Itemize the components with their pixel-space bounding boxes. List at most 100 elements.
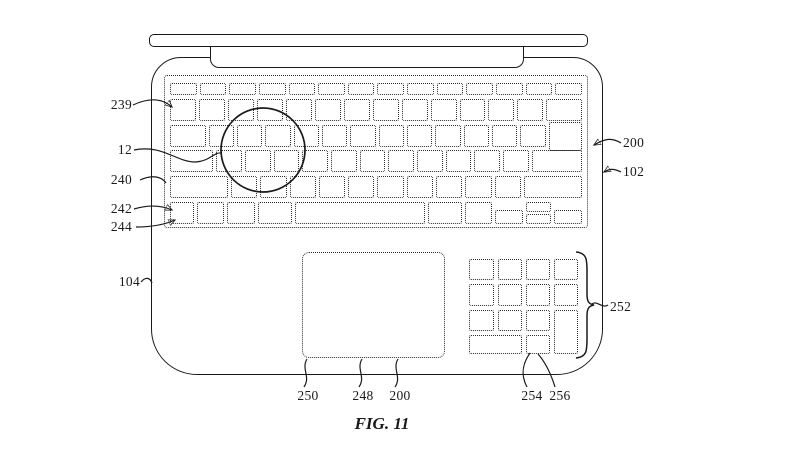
- keyboard-key: [198, 98, 225, 121]
- keyboard-row: [170, 176, 582, 199]
- up-arrow-key: [525, 201, 552, 212]
- keyboard-key: [525, 201, 552, 224]
- keyboard-key: [273, 150, 300, 173]
- ref-label-104: 104: [118, 274, 140, 289]
- hinge-bar: [210, 45, 524, 68]
- numpad-key: [498, 259, 522, 280]
- numpad-key: [469, 335, 522, 354]
- ref-label-102: 102: [623, 164, 645, 179]
- keyboard-key: [260, 176, 287, 199]
- ref-label-252: 252: [610, 299, 632, 314]
- keyboard-key: [554, 209, 583, 224]
- keyboard-key: [416, 150, 443, 173]
- keyboard-row: [170, 98, 582, 121]
- keyboard-key: [459, 98, 486, 121]
- keyboard-key: [377, 176, 404, 199]
- keyboard-key: [170, 176, 228, 199]
- keyboard-key: [227, 201, 255, 224]
- keyboard-key: [322, 124, 348, 147]
- numpad-key: [469, 259, 494, 280]
- keyboard-key: [359, 150, 386, 173]
- keyboard-key: [517, 98, 544, 121]
- numpad-key: [498, 284, 522, 306]
- keyboard-key: [378, 124, 404, 147]
- keyboard-key-grid: [170, 83, 583, 224]
- keyboard-key: [256, 98, 283, 121]
- keyboard-key: [495, 209, 523, 224]
- keyboard-key: [350, 124, 376, 147]
- numpad-key: [526, 310, 550, 331]
- keyboard-key: [525, 83, 553, 95]
- keyboard-key: [293, 124, 320, 147]
- keyboard-row: [170, 150, 583, 173]
- keyboard-key: [436, 83, 464, 95]
- keyboard-key: [520, 124, 546, 147]
- keyboard-key: [555, 83, 582, 95]
- keyboard-key: [502, 150, 529, 173]
- keyboard-key: [331, 150, 357, 173]
- keyboard-key: [464, 201, 493, 224]
- keyboard-key: [318, 83, 345, 95]
- keyboard-key: [227, 98, 254, 121]
- keyboard-key: [230, 176, 258, 199]
- keyboard-row: [170, 201, 583, 224]
- keyboard-key: [445, 150, 472, 173]
- keyboard-key: [229, 83, 256, 95]
- lid-edge-bar: [149, 34, 588, 47]
- keyboard-key: [170, 83, 197, 95]
- ref-label-200-bottom: 200: [389, 388, 411, 403]
- numpad-key-grid: [469, 259, 578, 354]
- numpad-key: [469, 284, 494, 306]
- keyboard-key: [406, 124, 433, 147]
- ref-label-244: 244: [110, 219, 132, 234]
- keyboard-row: [170, 83, 582, 95]
- keyboard-key: [372, 98, 399, 121]
- ref-label-256: 256: [549, 388, 571, 403]
- ref-label-239: 239: [110, 97, 132, 112]
- numpad-key: [526, 259, 550, 280]
- keyboard-key: [288, 83, 316, 95]
- keyboard-key: [401, 98, 428, 121]
- down-arrow-key: [525, 213, 552, 224]
- numpad-key: [526, 284, 550, 306]
- ref-label-248: 248: [352, 388, 374, 403]
- leader-line-102: [604, 169, 622, 172]
- keyboard-key: [407, 83, 434, 95]
- keyboard-key: [494, 176, 522, 199]
- keyboard-key: [548, 121, 583, 151]
- keyboard-key: [343, 98, 370, 121]
- keyboard-key: [496, 83, 523, 95]
- ref-label-12: 12: [117, 142, 132, 157]
- keyboard-key: [491, 124, 518, 147]
- keyboard-key: [427, 201, 462, 224]
- keyboard-key: [466, 83, 494, 95]
- keyboard-key: [265, 124, 291, 147]
- keyboard-key: [347, 83, 375, 95]
- keyboard-key: [463, 124, 489, 147]
- keyboard-key: [199, 83, 227, 95]
- ref-label-254: 254: [521, 388, 543, 403]
- keyboard-key: [170, 150, 214, 173]
- keyboard-key: [245, 150, 271, 173]
- keyboard-key: [435, 124, 461, 147]
- keyboard-key: [488, 98, 515, 121]
- ref-label-242: 242: [110, 201, 132, 216]
- keyboard-key: [294, 201, 425, 224]
- numpad-key: [554, 284, 578, 306]
- ref-label-240: 240: [110, 172, 132, 187]
- keyboard-key: [348, 176, 375, 199]
- ref-label-200-right: 200: [623, 135, 645, 150]
- keyboard-key: [216, 150, 243, 173]
- figure-caption: FIG. 11: [354, 414, 410, 433]
- keyboard-key: [170, 124, 206, 147]
- keyboard-key: [465, 176, 492, 199]
- keyboard-key: [302, 150, 329, 173]
- keyboard-key: [531, 150, 583, 173]
- numpad-key: [554, 259, 578, 280]
- trackpad-region: [302, 252, 445, 358]
- keyboard-key: [285, 98, 312, 121]
- ref-label-250: 250: [297, 388, 319, 403]
- keyboard-key: [196, 201, 225, 224]
- keyboard-key: [257, 201, 292, 224]
